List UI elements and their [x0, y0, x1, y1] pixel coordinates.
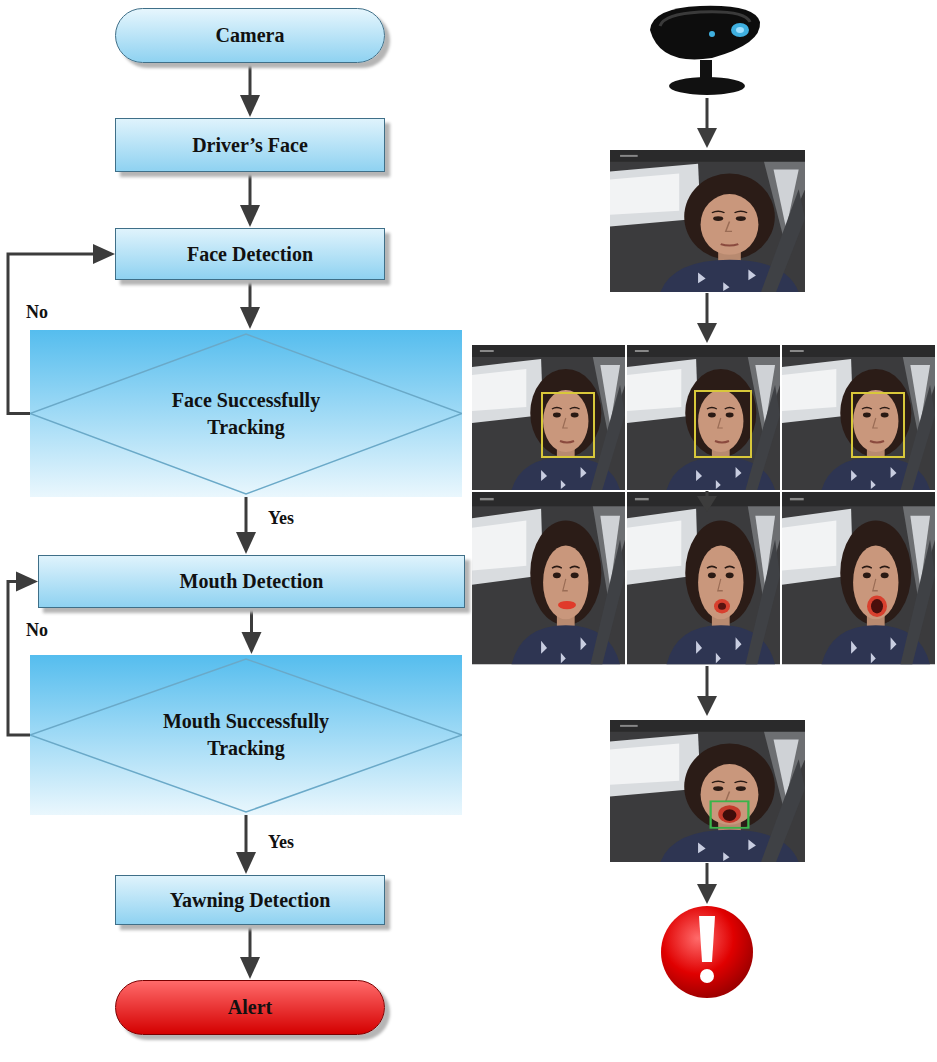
arrowhead	[240, 957, 260, 979]
flow-connector	[240, 63, 260, 117]
node-label: Alert	[228, 994, 272, 1021]
illustration-arrow	[697, 98, 717, 904]
node-label: Driver’s Face	[192, 132, 308, 159]
flow-connector	[236, 815, 256, 874]
arrowhead	[240, 205, 260, 227]
face-detected-photo	[627, 345, 780, 490]
driver-photo	[610, 150, 805, 292]
decision-diamond: Mouth Successfully Tracking	[30, 655, 462, 815]
node-label: Mouth Successfully Tracking	[131, 708, 361, 762]
edge-label: No	[24, 620, 50, 641]
mouth-detected-photo	[472, 492, 625, 665]
arrowhead	[240, 95, 260, 117]
flow-connector	[236, 497, 256, 554]
flow-connector	[242, 608, 262, 654]
arrowhead	[236, 532, 256, 554]
mouth-detected-photo	[782, 492, 935, 665]
node-label: Yawning Detection	[170, 887, 331, 914]
arrowhead	[242, 632, 262, 654]
flow-connector	[240, 925, 260, 979]
node-label: Camera	[216, 22, 285, 49]
alert-symbol	[661, 906, 753, 998]
edge-label: Yes	[266, 508, 296, 529]
edge-label: No	[24, 302, 50, 323]
process-box: Driver’s Face	[115, 118, 385, 172]
arrowhead	[236, 852, 256, 874]
webcam-icon	[650, 6, 760, 95]
diamond-outline	[30, 330, 462, 497]
terminal-pill: Camera	[115, 8, 385, 63]
alert-pill: Alert	[115, 980, 385, 1035]
face-detected-photo	[782, 345, 935, 490]
node-label: Face Detection	[187, 241, 313, 268]
edge-label: Yes	[266, 832, 296, 853]
process-box: Yawning Detection	[115, 875, 385, 925]
flow-connector	[240, 172, 260, 227]
flow-connector	[240, 280, 260, 329]
decision-diamond: Face Successfully Tracking	[30, 330, 462, 497]
yawning-photo	[610, 720, 805, 862]
node-label: Face Successfully Tracking	[131, 387, 361, 441]
process-box: Face Detection	[115, 228, 385, 280]
node-label: Mouth Detection	[180, 568, 324, 595]
mouth-detected-photo	[627, 492, 780, 665]
arrowhead	[240, 307, 260, 329]
diamond-outline	[30, 655, 462, 815]
arrowhead	[93, 244, 115, 264]
arrowhead	[16, 572, 38, 592]
process-box: Mouth Detection	[38, 555, 465, 608]
face-detected-photo	[472, 345, 625, 490]
